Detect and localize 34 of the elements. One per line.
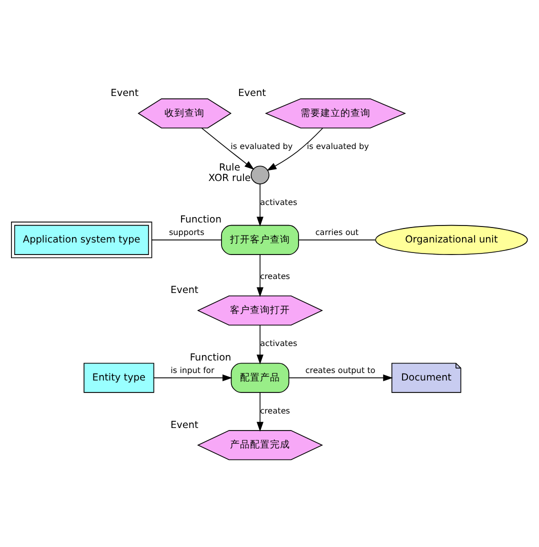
arrow [256, 324, 264, 364]
edge-label: activates [260, 196, 298, 207]
arrow [153, 374, 232, 381]
arrow [256, 183, 264, 226]
arrow [256, 392, 264, 432]
node-label: Rule [219, 162, 240, 174]
edge-label: supports [168, 226, 204, 237]
edge-label: is evaluated by [306, 140, 369, 151]
edge-label: creates [260, 270, 290, 280]
node-circle [250, 165, 270, 184]
node-box: 配置产品 [230, 362, 290, 392]
node-ellipse: Organizational unit [375, 224, 528, 254]
node-label: Event [170, 284, 198, 296]
node-label: XOR rule [208, 172, 251, 184]
arrow [288, 374, 393, 381]
edge-label: creates output to [305, 364, 376, 374]
arrow [266, 127, 324, 170]
connector [151, 239, 222, 240]
edge-label: creates [260, 405, 290, 416]
edge-label: is input for [170, 364, 214, 374]
node-box: Entity type [84, 362, 154, 392]
edge-label: activates [260, 338, 298, 348]
arrow [256, 254, 264, 296]
node-label: Event [170, 419, 198, 430]
node-label: Event [238, 88, 266, 99]
connector [298, 239, 376, 240]
node-box: Application system type [11, 221, 152, 258]
edge-label: is evaluated by [230, 140, 293, 151]
node-label: Event [110, 88, 139, 99]
arrow [201, 127, 254, 170]
node-box: 打开客户查询 [221, 224, 299, 254]
node-label: Function [180, 214, 222, 226]
node-label: Function [190, 352, 232, 363]
edge-label: carries out [315, 226, 359, 237]
